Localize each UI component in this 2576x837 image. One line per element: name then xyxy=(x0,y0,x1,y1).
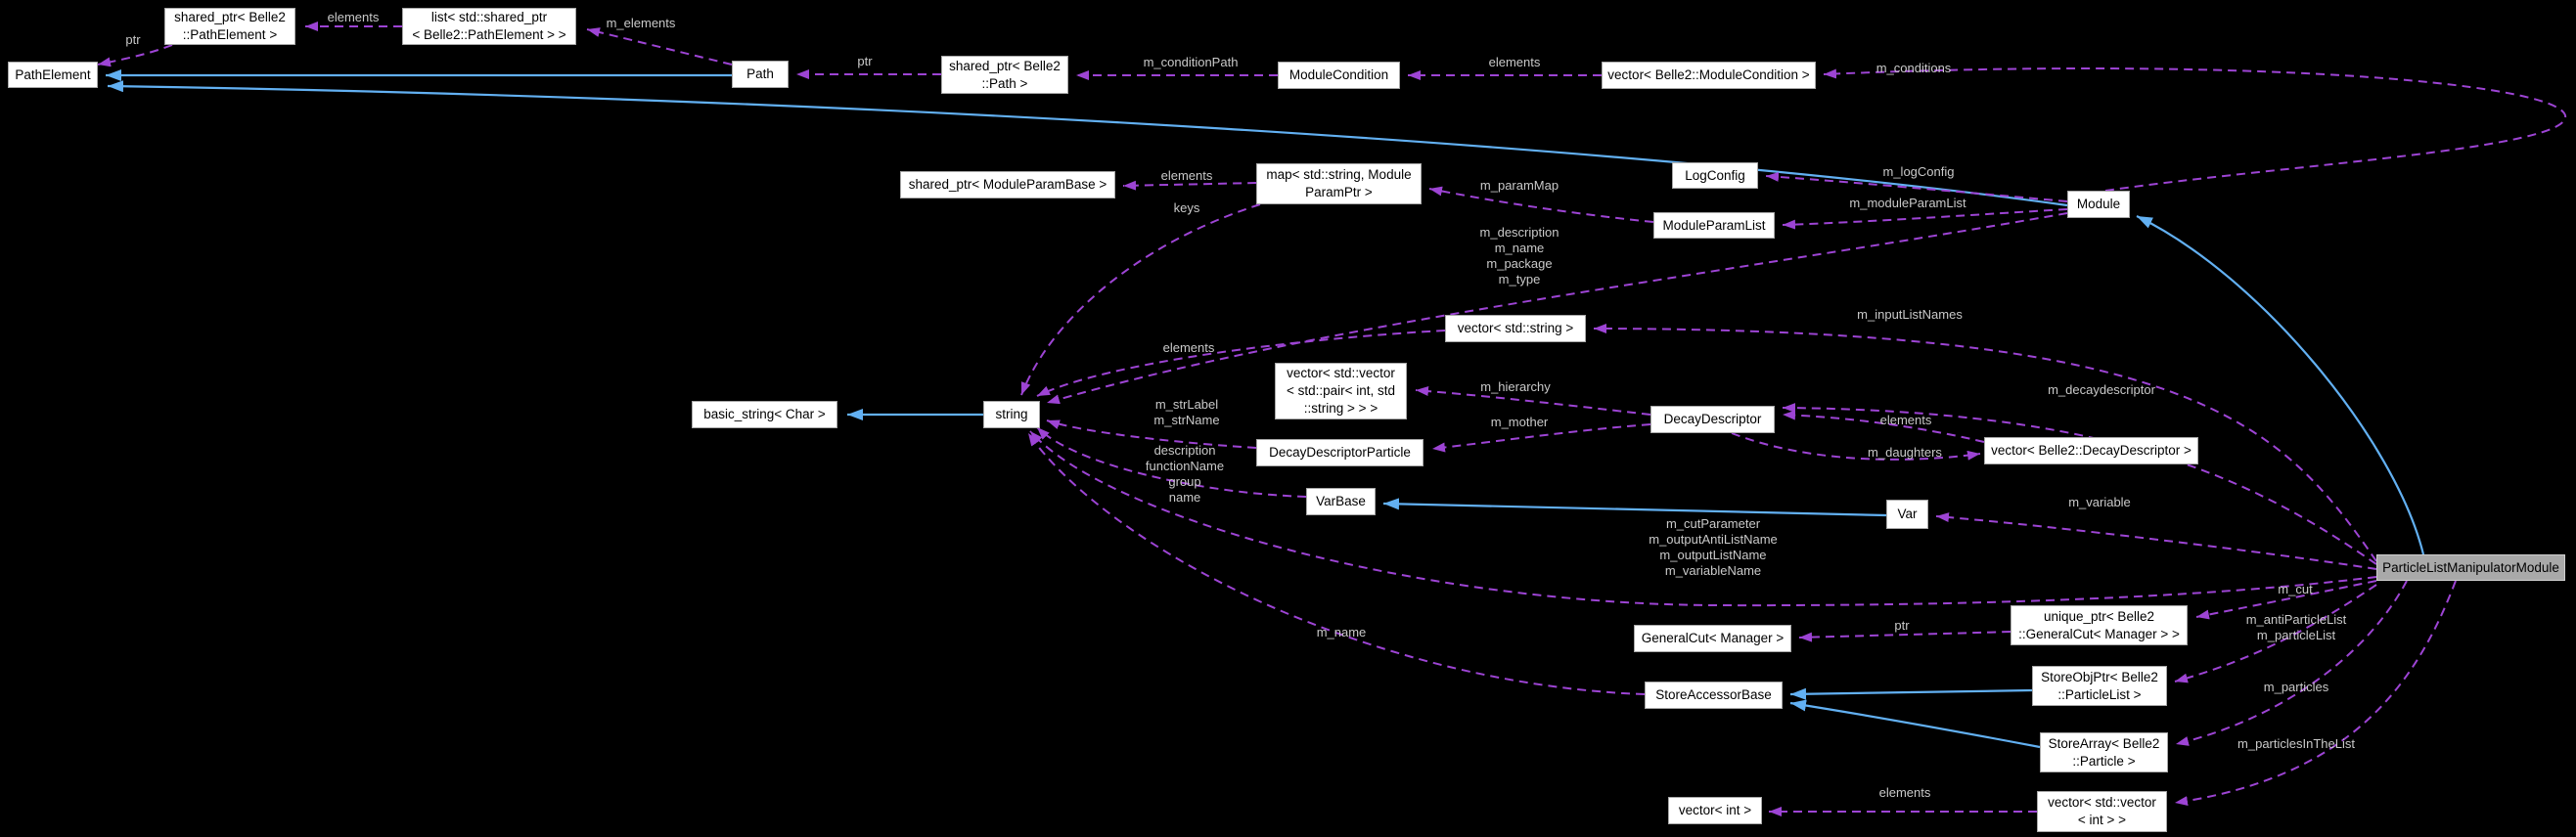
lbl-m-particlesinthelist: m_particlesInTheList xyxy=(2237,736,2355,751)
edge-m-variable xyxy=(1935,512,2377,570)
edge-m-parammap xyxy=(1428,186,1654,223)
class-node-modulecondition[interactable]: ModuleCondition xyxy=(1278,62,1400,89)
class-node-shared-ptr-path[interactable]: shared_ptr< Belle2 ::Path > xyxy=(941,56,1068,94)
class-node-storearray-particle[interactable]: StoreArray< Belle2 ::Particle > xyxy=(2040,732,2168,772)
edge-m-particles xyxy=(2175,580,2408,746)
edge-m-decaydescriptor xyxy=(1782,403,2377,565)
class-node-list-shared-ptr-pathelement[interactable]: list< std::shared_ptr < Belle2::PathElem… xyxy=(402,8,576,45)
lbl-elements-4: elements xyxy=(1162,340,1215,355)
class-node-vector-vector-int[interactable]: vector< std::vector < int > > xyxy=(2037,791,2167,832)
class-node-logconfig[interactable]: LogConfig xyxy=(1672,162,1758,189)
lbl-m-moduleparamlist: m_moduleParamList xyxy=(1849,196,1966,210)
edge-strlabel-strname xyxy=(1046,419,1257,449)
edge-m-cut xyxy=(2195,580,2377,620)
edge-m-mother xyxy=(1431,423,1651,453)
class-node-vector-vector-pair[interactable]: vector< std::vector < std::pair< int, st… xyxy=(1275,363,1407,419)
class-node-decaydescriptorparticle[interactable]: DecayDescriptorParticle xyxy=(1256,439,1424,466)
class-node-varbase[interactable]: VarBase xyxy=(1306,488,1376,515)
lbl-m-variable: m_variable xyxy=(2068,495,2131,509)
edge-m-daughters xyxy=(1731,432,1981,461)
class-node-vector-modulecondition[interactable]: vector< Belle2::ModuleCondition > xyxy=(1602,62,1816,89)
lbl-m-parammap: m_paramMap xyxy=(1479,178,1559,193)
lbl-ptr-3: ptr xyxy=(1894,618,1910,633)
class-node-particlelistmanipulatormodule[interactable]: ParticleListManipulatorModule xyxy=(2376,554,2565,581)
edge-plmm-strings xyxy=(1029,430,2377,607)
lbl-m-decaydescriptor: m_decaydescriptor xyxy=(2048,382,2155,397)
lbl-varbase-strings: description functionName group name xyxy=(1145,443,1225,505)
edge-m-conditions xyxy=(1823,67,2567,192)
class-node-path[interactable]: Path xyxy=(732,61,789,88)
class-node-shared-ptr-pathelement[interactable]: shared_ptr< Belle2 ::PathElement > xyxy=(164,8,295,45)
lbl-m-mother: m_mother xyxy=(1490,415,1549,429)
lbl-m-name: m_name xyxy=(1316,625,1367,639)
lbl-m-conditionpath: m_conditionPath xyxy=(1143,55,1239,69)
edge-m-elements-path-to-list xyxy=(586,27,733,66)
lbl-elements-1: elements xyxy=(327,10,380,24)
edge-varbase-strings xyxy=(1036,426,1307,498)
edge-m-inputlistnames xyxy=(1593,324,2377,562)
edge-ptr-sharedptr-to-pathelement xyxy=(97,44,173,67)
lbl-keys: keys xyxy=(1173,200,1200,215)
edge-module-strings xyxy=(1046,212,2068,405)
edge-m-logconfig xyxy=(1765,171,2068,202)
edge-elements-vectordd-to-dd xyxy=(1782,410,1985,443)
class-node-pathelement[interactable]: PathElement xyxy=(8,62,98,88)
lbl-m-logconfig: m_logConfig xyxy=(1882,164,1955,179)
lbl-ptr-2: ptr xyxy=(857,54,873,68)
edge-storearray-inherits-storeaccessorbase xyxy=(1789,699,2041,749)
lbl-m-daughters: m_daughters xyxy=(1868,445,1942,460)
edge-keys-map-to-string xyxy=(1020,203,1261,396)
edge-m-name xyxy=(1027,432,1646,695)
lbl-elements-2: elements xyxy=(1488,55,1541,69)
class-node-vector-int[interactable]: vector< int > xyxy=(1668,797,1762,824)
class-node-moduleparamlist[interactable]: ModuleParamList xyxy=(1653,212,1775,239)
edge-elements-vectorstring-to-string xyxy=(1036,330,1446,397)
class-node-unique-ptr-generalcut[interactable]: unique_ptr< Belle2 ::GeneralCut< Manager… xyxy=(2011,605,2188,645)
edge-storeobjptr-inherits-storeaccessorbase xyxy=(1789,687,2033,700)
edge-m-hierarchy xyxy=(1415,386,1651,416)
class-node-module[interactable]: Module xyxy=(2067,191,2130,218)
class-node-decaydescriptor[interactable]: DecayDescriptor xyxy=(1650,406,1775,433)
class-node-var[interactable]: Var xyxy=(1886,500,1928,529)
edge-ptr-uniqueptr-to-generalcut xyxy=(1798,631,2011,642)
class-node-vector-decaydescriptor[interactable]: vector< Belle2::DecayDescriptor > xyxy=(1984,437,2198,464)
lbl-elements-6: elements xyxy=(1878,785,1931,800)
class-node-basic-string-char[interactable]: basic_string< Char > xyxy=(692,401,837,428)
lbl-m-conditions: m_conditions xyxy=(1876,61,1952,75)
edge-plmm-inherits-module xyxy=(2136,215,2425,555)
lbl-m-hierarchy: m_hierarchy xyxy=(1480,379,1551,394)
class-node-storeaccessorbase[interactable]: StoreAccessorBase xyxy=(1645,682,1783,709)
edge-var-inherits-varbase xyxy=(1382,498,1887,517)
lbl-particlelists: m_antiParticleList m_particleList xyxy=(2245,612,2347,642)
lbl-m-cut: m_cut xyxy=(2278,582,2313,596)
class-node-shared-ptr-moduleparambase[interactable]: shared_ptr< ModuleParamBase > xyxy=(900,171,1115,198)
lbl-module-strings: m_description m_name m_package m_type xyxy=(1479,225,1559,286)
lbl-m-particles: m_particles xyxy=(2263,680,2329,694)
lbl-elements-5: elements xyxy=(1879,413,1932,427)
lbl-m-inputlistnames: m_inputListNames xyxy=(1857,307,1963,322)
lbl-elements-3: elements xyxy=(1160,168,1213,183)
class-node-vector-string[interactable]: vector< std::string > xyxy=(1445,315,1586,342)
edge-elements-map-to-sharedptrmpb xyxy=(1122,180,1257,191)
lbl-plmm-strings: m_cutParameter m_outputAntiListName m_ou… xyxy=(1649,516,1778,578)
lbl-ptr-1: ptr xyxy=(125,32,141,47)
edge-module-inherits-pathelement xyxy=(107,80,2068,207)
class-node-string[interactable]: string xyxy=(983,401,1040,428)
class-node-map-string-moduleparamptr[interactable]: map< std::string, Module ParamPtr > xyxy=(1256,163,1422,204)
edge-m-moduleparamlist xyxy=(1782,208,2068,230)
lbl-m-elements: m_elements xyxy=(606,16,676,30)
edge-m-particlelist xyxy=(2174,584,2377,683)
lbl-strlabel-strname: m_strLabel m_strName xyxy=(1153,397,1220,427)
class-node-generalcut-manager[interactable]: GeneralCut< Manager > xyxy=(1634,625,1791,652)
edge-m-particlesinthelist xyxy=(2174,580,2457,807)
class-node-storeobjptr-particlelist[interactable]: StoreObjPtr< Belle2 ::ParticleList > xyxy=(2032,666,2167,706)
